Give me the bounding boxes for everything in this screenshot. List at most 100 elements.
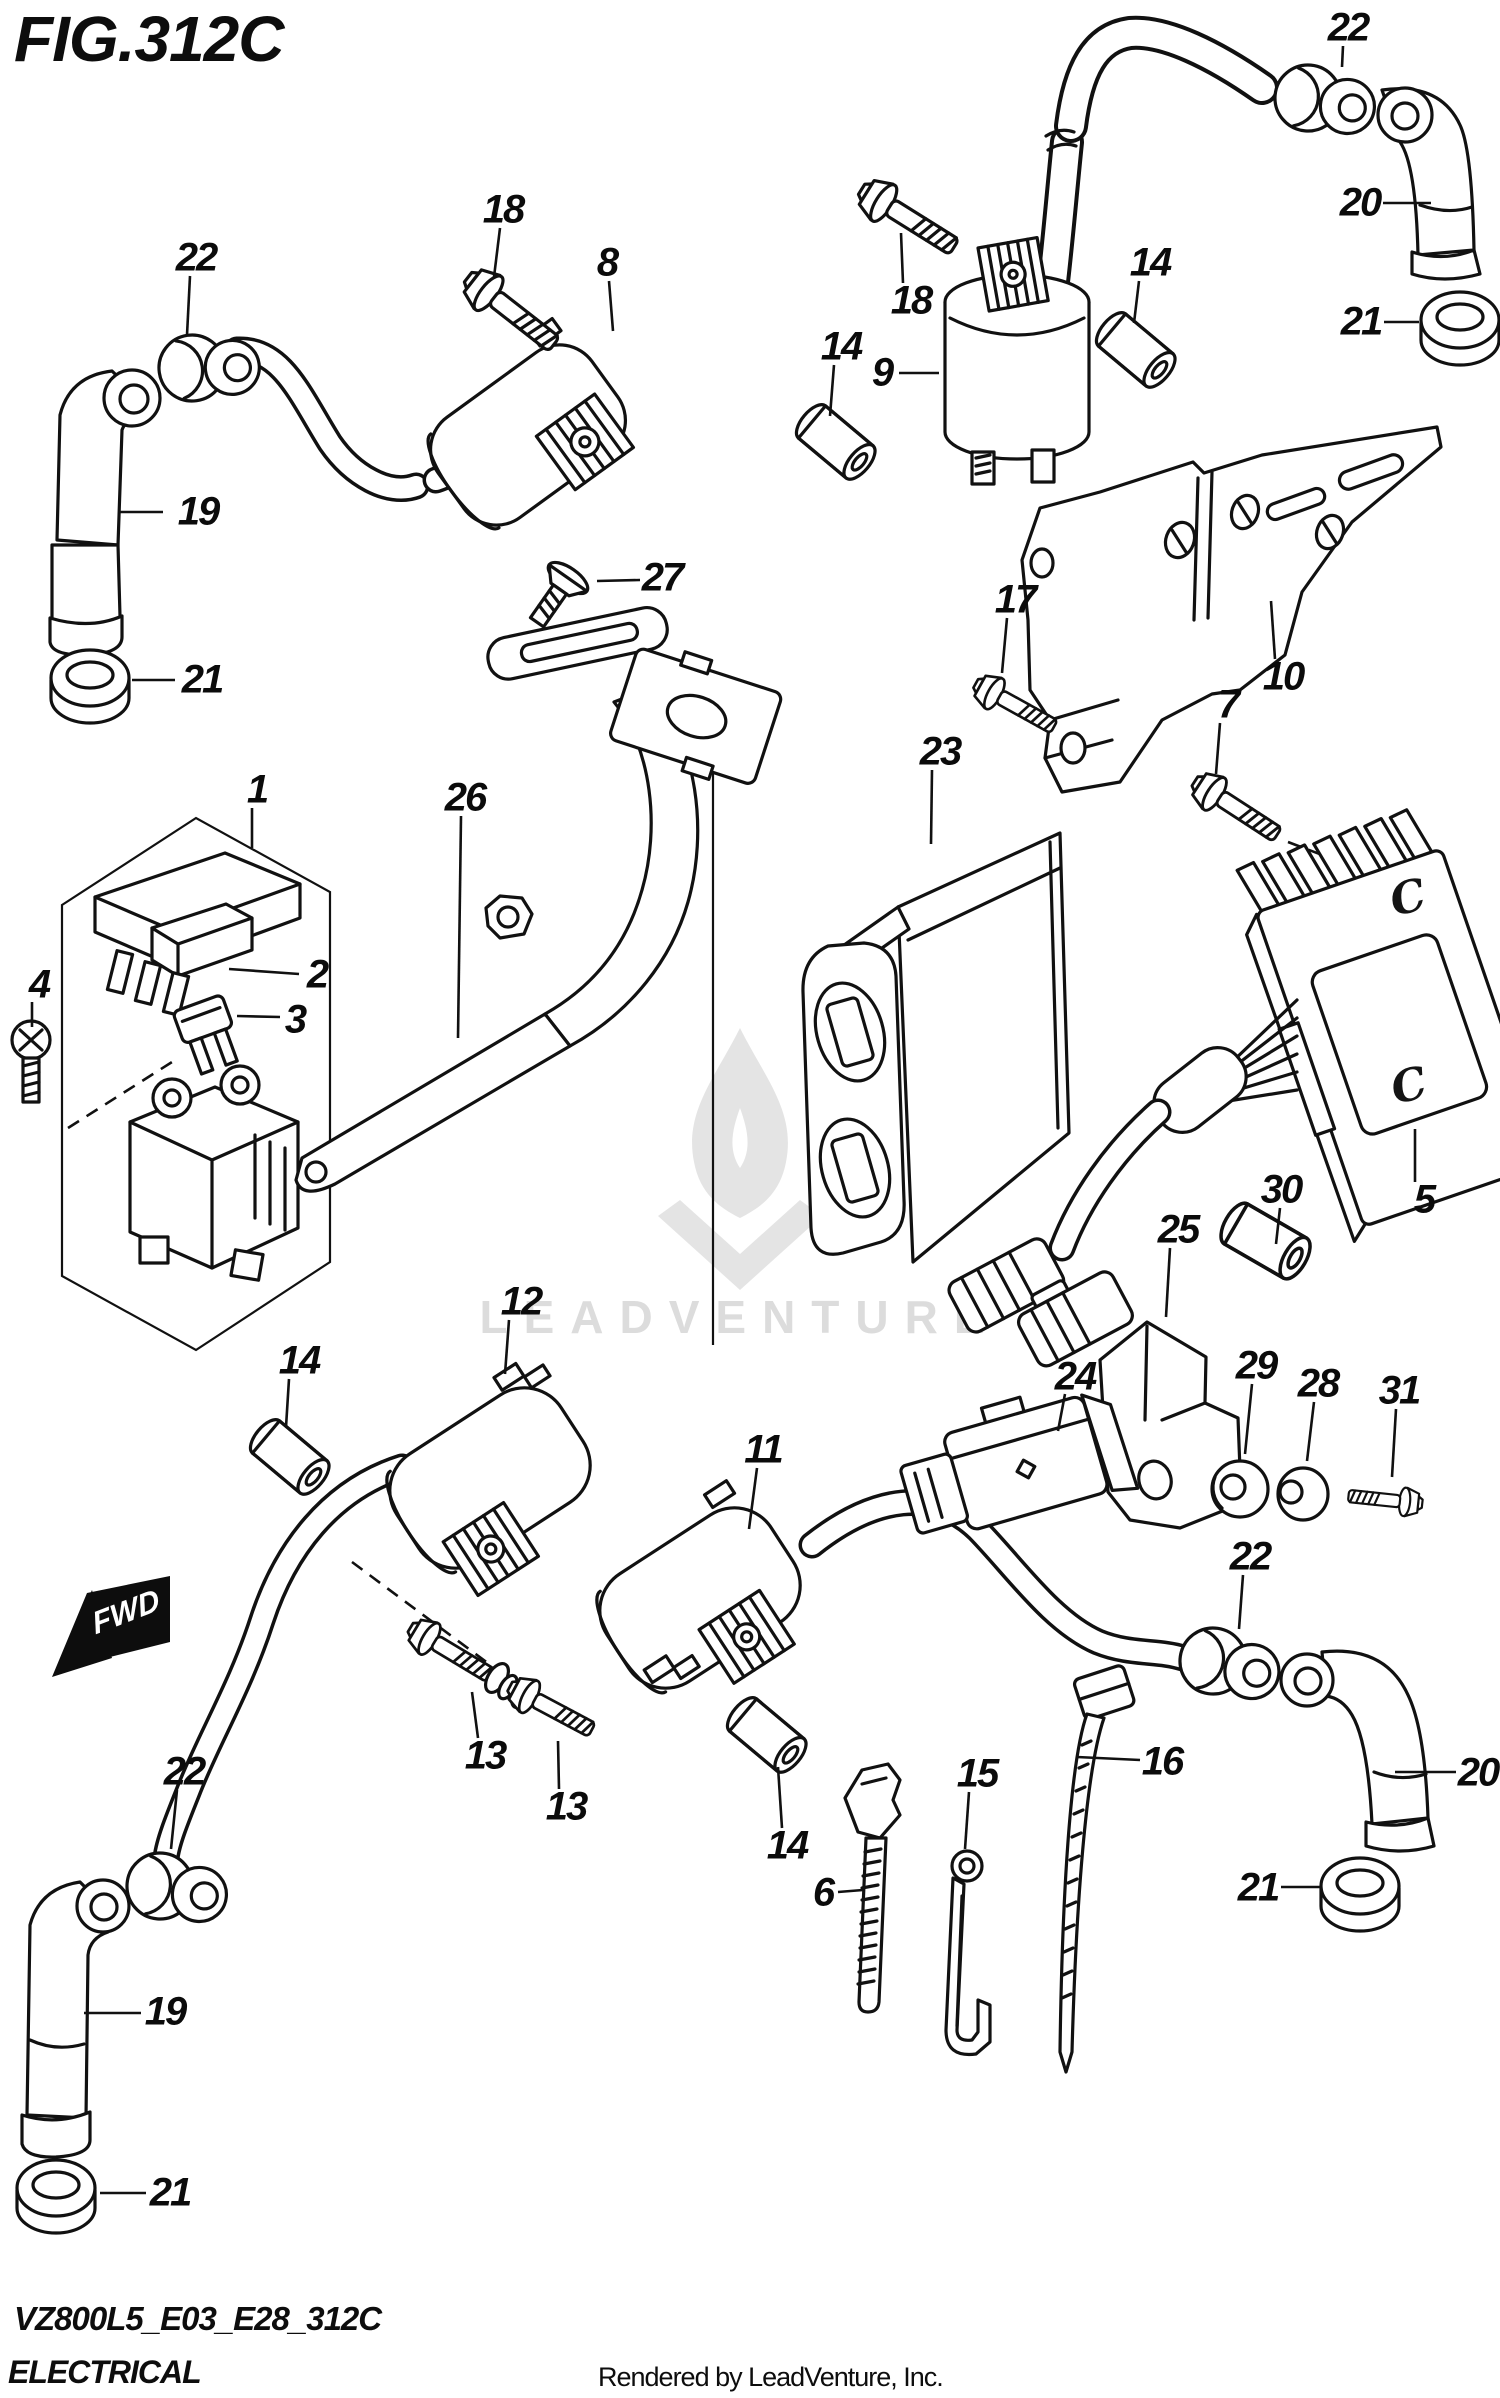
leader-line (236, 1014, 281, 1019)
ecu-23 (801, 831, 1071, 1264)
mount-bracket-10 (966, 425, 1443, 860)
part-callout-22: 22 (1229, 1534, 1272, 1579)
ignition-coil-12 (243, 1361, 602, 1748)
part-callout-27: 27 (641, 555, 684, 600)
part-callout-24: 24 (1054, 1354, 1097, 1399)
footer-part-code: VZ800L5_E03_E28_312C (14, 2300, 382, 2337)
leader-line (185, 275, 192, 336)
leader-line (1305, 1401, 1316, 1462)
leader-line (1132, 280, 1141, 324)
part-callout-3: 3 (284, 997, 307, 1042)
leader-line (929, 769, 934, 845)
regulator-5 (947, 808, 1500, 1368)
part-callout-31: 31 (1378, 1368, 1421, 1413)
watermark-text: LEADVENTURE (479, 1291, 1001, 1343)
part-callout-18: 18 (482, 187, 525, 232)
part-callout-4: 4 (28, 962, 51, 1007)
plug-cap-front-left (48, 324, 265, 725)
leader-line (828, 364, 836, 417)
leader-line (228, 967, 300, 976)
plug-cap-rear-left (15, 1848, 232, 2235)
part-callout-14: 14 (766, 1823, 809, 1868)
leader-line (596, 578, 641, 583)
coil-bracket-26 (294, 560, 783, 1345)
leader-line (837, 1888, 864, 1894)
part-callout-25: 25 (1157, 1207, 1200, 1252)
part-callout-18: 18 (890, 278, 933, 323)
part-callout-22: 22 (1327, 5, 1370, 50)
part-callout-13: 13 (464, 1733, 507, 1778)
cable-tie-6 (843, 1762, 902, 2014)
part-callout-21: 21 (1237, 1865, 1280, 1910)
part-callout-12: 12 (500, 1279, 543, 1324)
leader-line (899, 232, 905, 284)
part-callout-30: 30 (1260, 1167, 1303, 1212)
part-callout-19: 19 (144, 1989, 187, 2034)
leader-line (1056, 1393, 1067, 1432)
leader-line (1269, 600, 1277, 660)
leader-line (607, 280, 615, 332)
plug-cap-rear-right (1174, 1622, 1436, 1933)
part-callout-26: 26 (444, 775, 487, 820)
leader-line (556, 1740, 561, 1790)
leader-line (963, 1791, 971, 1850)
part-callout-21: 21 (149, 2170, 192, 2215)
strap-16 (1058, 1664, 1136, 2074)
leader-line (776, 1766, 784, 1829)
leader-line (456, 815, 463, 1039)
part-callout-7: 7 (1217, 682, 1240, 727)
leader-line (284, 1378, 291, 1428)
part-callout-5: 5 (1413, 1177, 1436, 1222)
part-callout-8: 8 (596, 240, 619, 285)
sensor-24-group (899, 1320, 1425, 1535)
leader-line (747, 1467, 759, 1530)
plug-cap-front-right (1270, 60, 1500, 367)
part-callout-21: 21 (181, 657, 224, 702)
part-callout-13: 13 (545, 1784, 588, 1829)
leader-line (470, 1691, 480, 1739)
part-callout-11: 11 (744, 1427, 784, 1472)
band-15 (944, 1849, 992, 2057)
part-callout-2: 2 (306, 952, 329, 997)
part-callout-20: 20 (1339, 180, 1382, 225)
leader-line (1214, 722, 1222, 775)
part-callout-22: 22 (175, 235, 218, 280)
part-callout-10: 10 (1262, 654, 1305, 699)
leader-line (1000, 617, 1009, 674)
leader-line (169, 1789, 179, 1850)
part-callout-9: 9 (871, 350, 894, 395)
part-callout-21: 21 (1340, 299, 1383, 344)
part-callout-15: 15 (956, 1751, 999, 1796)
footer-section: ELECTRICAL (8, 2354, 202, 2390)
fwd-arrow (52, 1576, 170, 1677)
leader-line (1237, 1574, 1245, 1630)
part-callout-23: 23 (919, 729, 962, 774)
part-callout-16: 16 (1141, 1739, 1184, 1784)
leader-line (492, 227, 502, 278)
part-callout-6: 6 (812, 1870, 835, 1915)
part-callout-1: 1 (246, 767, 269, 812)
part-callout-29: 29 (1235, 1343, 1278, 1388)
leader-line (1274, 1207, 1282, 1245)
screw-27 (528, 560, 590, 629)
leader-line (1390, 1408, 1398, 1478)
ignition-coil-11 (595, 1479, 814, 1779)
leader-line (503, 1319, 511, 1375)
relay-assembly-box (10, 816, 332, 1352)
part-callout-20: 20 (1457, 1750, 1500, 1795)
leader-line (1164, 1247, 1172, 1318)
part-callout-14: 14 (278, 1338, 321, 1383)
ignition-coil-9 (789, 169, 1183, 486)
rendered-by-credit: Rendered by LeadVenture, Inc. (598, 2362, 944, 2392)
figure-title: FIG.312C (14, 3, 284, 75)
part-callout-22: 22 (163, 1749, 206, 1794)
leader-line (1243, 1383, 1254, 1455)
part-callout-19: 19 (177, 489, 220, 534)
leader-line (1076, 1755, 1141, 1762)
part-callout-14: 14 (820, 324, 863, 369)
part-callout-17: 17 (994, 577, 1037, 622)
